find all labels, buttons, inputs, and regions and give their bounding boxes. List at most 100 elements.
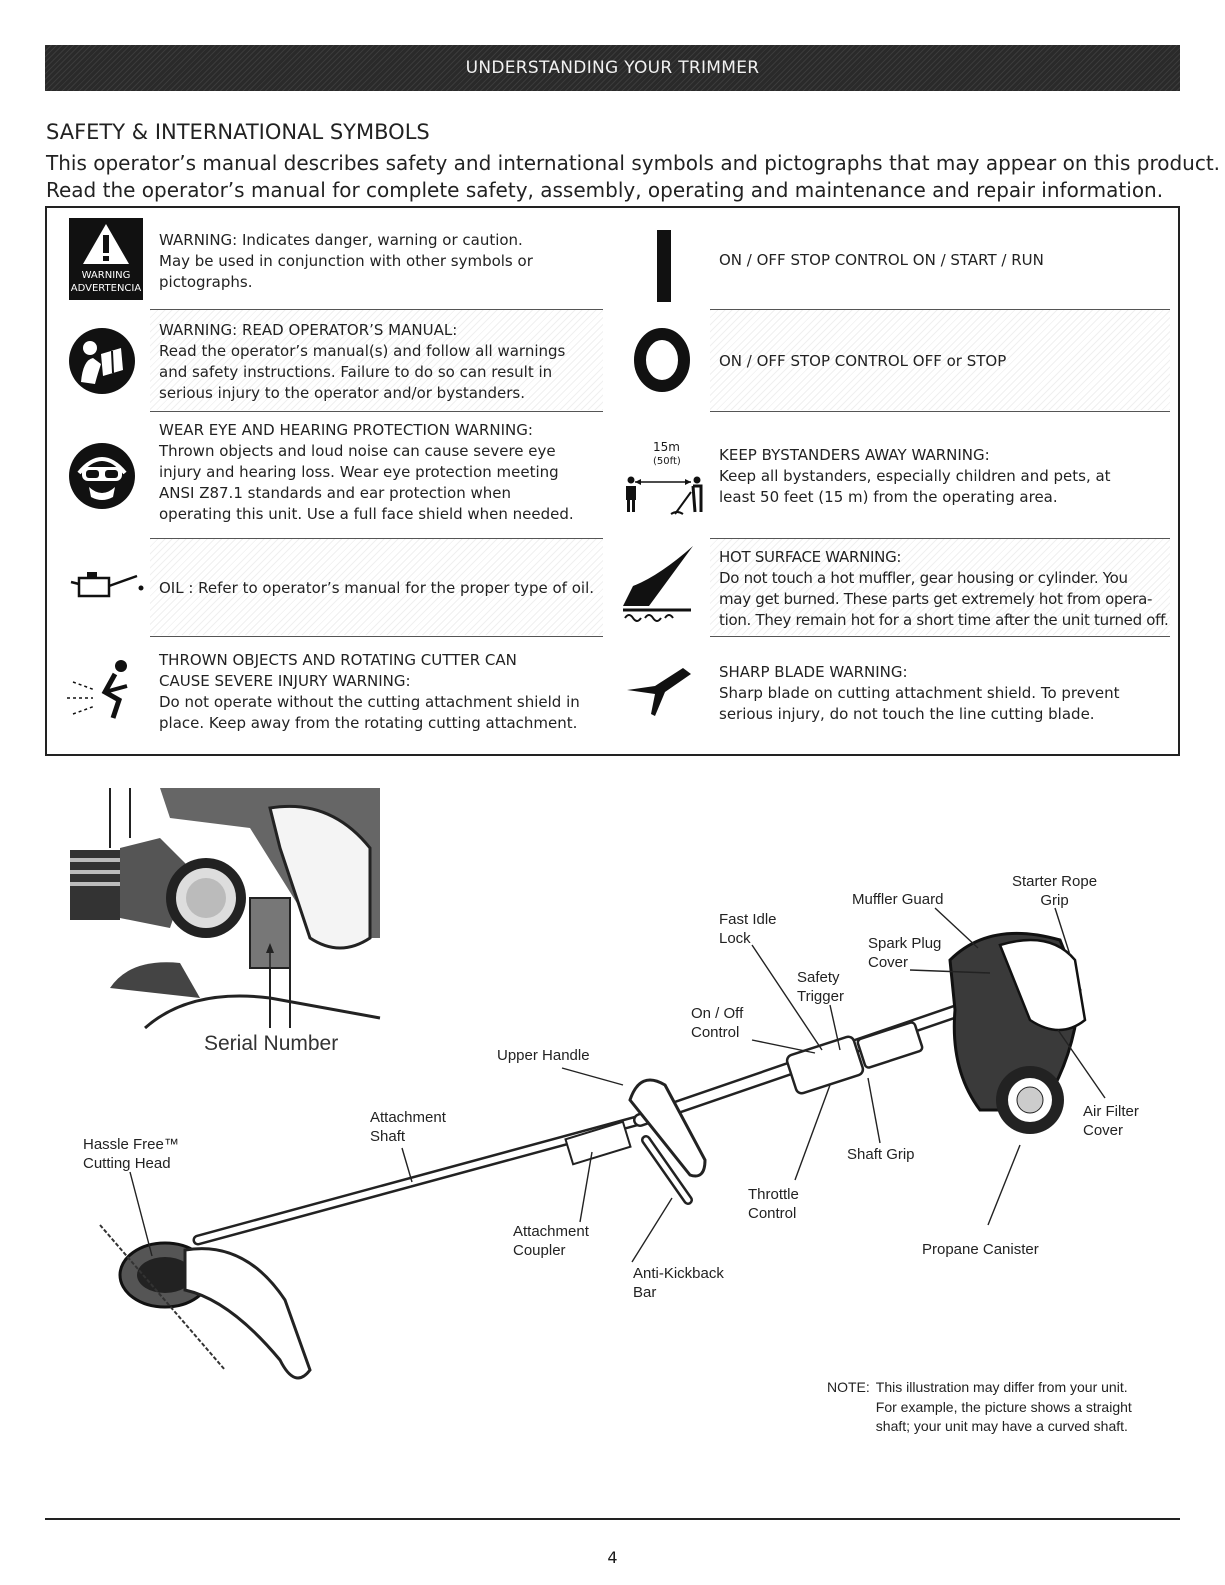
text-line: WEAR EYE AND HEARING PROTECTION WARNING: (159, 421, 533, 439)
label-starter-rope-grip: Starter Rope Grip (1012, 872, 1097, 910)
symbol-text-sharp-blade: SHARP BLADE WARNING: Sharp blade on cutt… (719, 662, 1169, 725)
label-line: Bar (633, 1284, 657, 1301)
symbol-text-on: ON / OFF STOP CONTROL ON / START / RUN (719, 250, 1169, 271)
label-attachment-coupler: Attachment Coupler (513, 1222, 589, 1260)
row-divider (710, 636, 1170, 637)
label-line: Cover (868, 954, 909, 971)
label-hassle-free-cutting-head: Hassle Free™ Cutting Head (83, 1135, 179, 1173)
text-line: HOT SURFACE WARNING: (719, 548, 902, 566)
text-line: THROWN OBJECTS AND ROTATING CUTTER CAN (159, 651, 517, 669)
row-divider (150, 309, 603, 310)
text-line: least 50 feet (15 m) from the operating … (719, 488, 1058, 506)
distance-m-label: 15m (653, 440, 680, 454)
banner-title: UNDERSTANDING YOUR TRIMMER (465, 58, 760, 78)
row-divider (150, 538, 603, 539)
label-line: Spark Plug (868, 935, 942, 952)
warning-triangle-icon: WARNING ADVERTENCIA (69, 218, 143, 300)
label-line: Air Filter (1083, 1103, 1139, 1120)
bystanders-distance-icon: 15m (50ft) (619, 440, 709, 526)
label-line: On / Off (691, 1005, 744, 1022)
label-line: Attachment (370, 1109, 446, 1126)
text-line: Sharp blade on cutting attachment shield… (719, 684, 1120, 702)
illustration-note: NOTE: This illustration may differ from … (827, 1378, 1132, 1437)
label-line: Coupler (513, 1242, 566, 1259)
note-label: NOTE: (827, 1379, 870, 1395)
row-shade (710, 310, 1170, 410)
intro-line: Read the operator’s manual for complete … (46, 178, 1164, 202)
label-fast-idle-lock: Fast Idle Lock (719, 910, 777, 948)
label-line: Throttle (748, 1186, 799, 1203)
label-line: Anti-Kickback (633, 1265, 724, 1282)
symbol-text-bystanders: KEEP BYSTANDERS AWAY WARNING: Keep all b… (719, 445, 1169, 508)
label-line: Upper Handle (497, 1047, 590, 1064)
note-line: This illustration may differ from your u… (875, 1379, 1128, 1395)
symbol-text-off: ON / OFF STOP CONTROL OFF or STOP (719, 351, 1169, 372)
text-line: may get burned. These parts get extremel… (719, 590, 1153, 608)
text-line: ON / OFF STOP CONTROL ON / START / RUN (719, 251, 1044, 269)
label-line: Shaft Grip (847, 1146, 915, 1163)
label-line: Trigger (797, 988, 844, 1005)
text-line: OIL : Refer to operator’s manual for the… (159, 579, 595, 597)
label-line: Control (748, 1205, 797, 1222)
label-line: Control (691, 1024, 740, 1041)
serial-number-label: Serial Number (204, 1032, 339, 1055)
label-throttle-control: Throttle Control (748, 1185, 799, 1223)
section-banner: UNDERSTANDING YOUR TRIMMER (45, 45, 1180, 91)
distance-ft-label: (50ft) (653, 456, 681, 467)
label-shaft-grip: Shaft Grip (847, 1145, 915, 1164)
text-line: KEEP BYSTANDERS AWAY WARNING: (719, 446, 990, 464)
label-propane-canister: Propane Canister (922, 1240, 1039, 1259)
row-divider (710, 538, 1170, 539)
text-line: Keep all bystanders, especially children… (719, 467, 1111, 485)
symbols-table: WARNING ADVERTENCIA WARNING: Indicates d… (45, 206, 1180, 756)
symbol-text-read-manual: WARNING: READ OPERATOR’S MANUAL: Read th… (159, 320, 599, 404)
text-line: Do not operate without the cutting attac… (159, 693, 580, 711)
page-number: 4 (607, 1548, 618, 1567)
row-shade (150, 539, 603, 635)
symbol-text-thrown-objects: THROWN OBJECTS AND ROTATING CUTTER CAN C… (159, 650, 599, 734)
text-line: CAUSE SEVERE INJURY WARNING: (159, 672, 411, 690)
row-shade (150, 310, 603, 410)
symbol-text-warning: WARNING: Indicates danger, warning or ca… (159, 230, 599, 293)
label-line: Fast Idle (719, 911, 777, 928)
label-attachment-shaft: Attachment Shaft (370, 1108, 446, 1146)
label-upper-handle: Upper Handle (497, 1046, 590, 1065)
text-line: serious injury, do not touch the line cu… (719, 705, 1095, 723)
text-line: place. Keep away from the rotating cutti… (159, 714, 578, 732)
text-line: WARNING: READ OPERATOR’S MANUAL: (159, 321, 458, 339)
section-title: SAFETY & INTERNATIONAL SYMBOLS (46, 120, 430, 144)
footer-rule (45, 1518, 1180, 1520)
engine-closeup-illustration (70, 788, 381, 1030)
label-line: Hassle Free™ (83, 1136, 179, 1153)
text-line: operating this unit. Use a full face shi… (159, 505, 574, 523)
label-air-filter-cover: Air Filter Cover (1083, 1102, 1139, 1140)
text-line: WARNING: Indicates danger, warning or ca… (159, 231, 523, 249)
label-line: Cover (1083, 1122, 1124, 1139)
label-line: Grip (1040, 892, 1069, 909)
label-line: Shaft (370, 1128, 406, 1145)
on-symbol-icon (657, 230, 671, 302)
intro-text: This operator’s manual describes safety … (46, 150, 1220, 204)
text-line: ON / OFF STOP CONTROL OFF or STOP (719, 352, 1007, 370)
serial-number-inset: Serial Number (70, 788, 385, 1055)
row-divider (710, 309, 1170, 310)
text-line: Do not touch a hot muffler, gear housing… (719, 569, 1128, 587)
text-line: pictographs. (159, 273, 253, 291)
row-shade (710, 539, 1170, 635)
note-line: For example, the picture shows a straigh… (875, 1398, 1132, 1415)
label-line: Lock (719, 930, 751, 947)
label-muffler-guard: Muffler Guard (852, 890, 943, 909)
text-line: and safety instructions. Failure to do s… (159, 363, 553, 381)
symbol-text-eye-ear: WEAR EYE AND HEARING PROTECTION WARNING:… (159, 420, 599, 525)
text-line: ANSI Z87.1 standards and ear protection … (159, 484, 512, 502)
symbol-text-hot-surface: HOT SURFACE WARNING: Do not touch a hot … (719, 547, 1174, 631)
text-line: SHARP BLADE WARNING: (719, 663, 908, 681)
label-line: Starter Rope (1012, 873, 1098, 890)
label-on-off-control: On / Off Control (691, 1004, 743, 1042)
symbol-text-oil: OIL : Refer to operator’s manual for the… (159, 578, 599, 599)
label-spark-plug-cover: Spark Plug Cover (868, 934, 941, 972)
row-divider (150, 411, 603, 412)
text-line: tion. They remain hot for a short time a… (719, 611, 1169, 629)
text-line: serious injury to the operator and/or by… (159, 384, 525, 402)
